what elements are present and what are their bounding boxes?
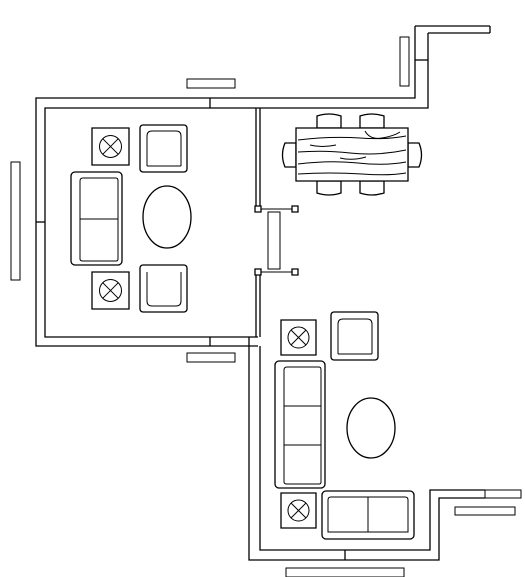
windows bbox=[11, 37, 521, 577]
window-bottom bbox=[286, 568, 404, 577]
window-right-lower bbox=[455, 507, 515, 515]
side-table-lamp bbox=[281, 320, 316, 355]
window-left bbox=[11, 162, 20, 280]
coffee-table bbox=[143, 186, 191, 248]
armchair bbox=[331, 312, 378, 360]
coffee-table bbox=[347, 398, 395, 458]
dining-chair bbox=[317, 114, 341, 128]
living-area-2 bbox=[275, 312, 414, 539]
side-table-lamp bbox=[92, 128, 129, 165]
sofa bbox=[275, 361, 325, 488]
dining-chair bbox=[360, 181, 384, 195]
window-left-bottom bbox=[187, 353, 235, 362]
door-panel bbox=[268, 212, 280, 269]
outer-walls bbox=[36, 26, 490, 560]
dining-chair bbox=[408, 143, 422, 167]
window-top bbox=[187, 79, 235, 88]
window-top-right bbox=[400, 37, 409, 86]
armchair bbox=[140, 125, 187, 172]
side-table-lamp bbox=[281, 493, 316, 528]
sofa bbox=[71, 172, 122, 265]
sofa bbox=[322, 491, 414, 539]
dining-chair bbox=[283, 143, 297, 167]
partition-with-door bbox=[255, 108, 298, 337]
side-table-lamp bbox=[92, 272, 129, 309]
armchair bbox=[140, 265, 187, 312]
dining-chair bbox=[360, 114, 384, 128]
dining-chair bbox=[317, 181, 341, 195]
window-right bbox=[485, 490, 521, 498]
wood-grain bbox=[298, 131, 406, 175]
dining-table-with-chairs bbox=[283, 114, 422, 195]
living-area-1 bbox=[71, 125, 191, 312]
